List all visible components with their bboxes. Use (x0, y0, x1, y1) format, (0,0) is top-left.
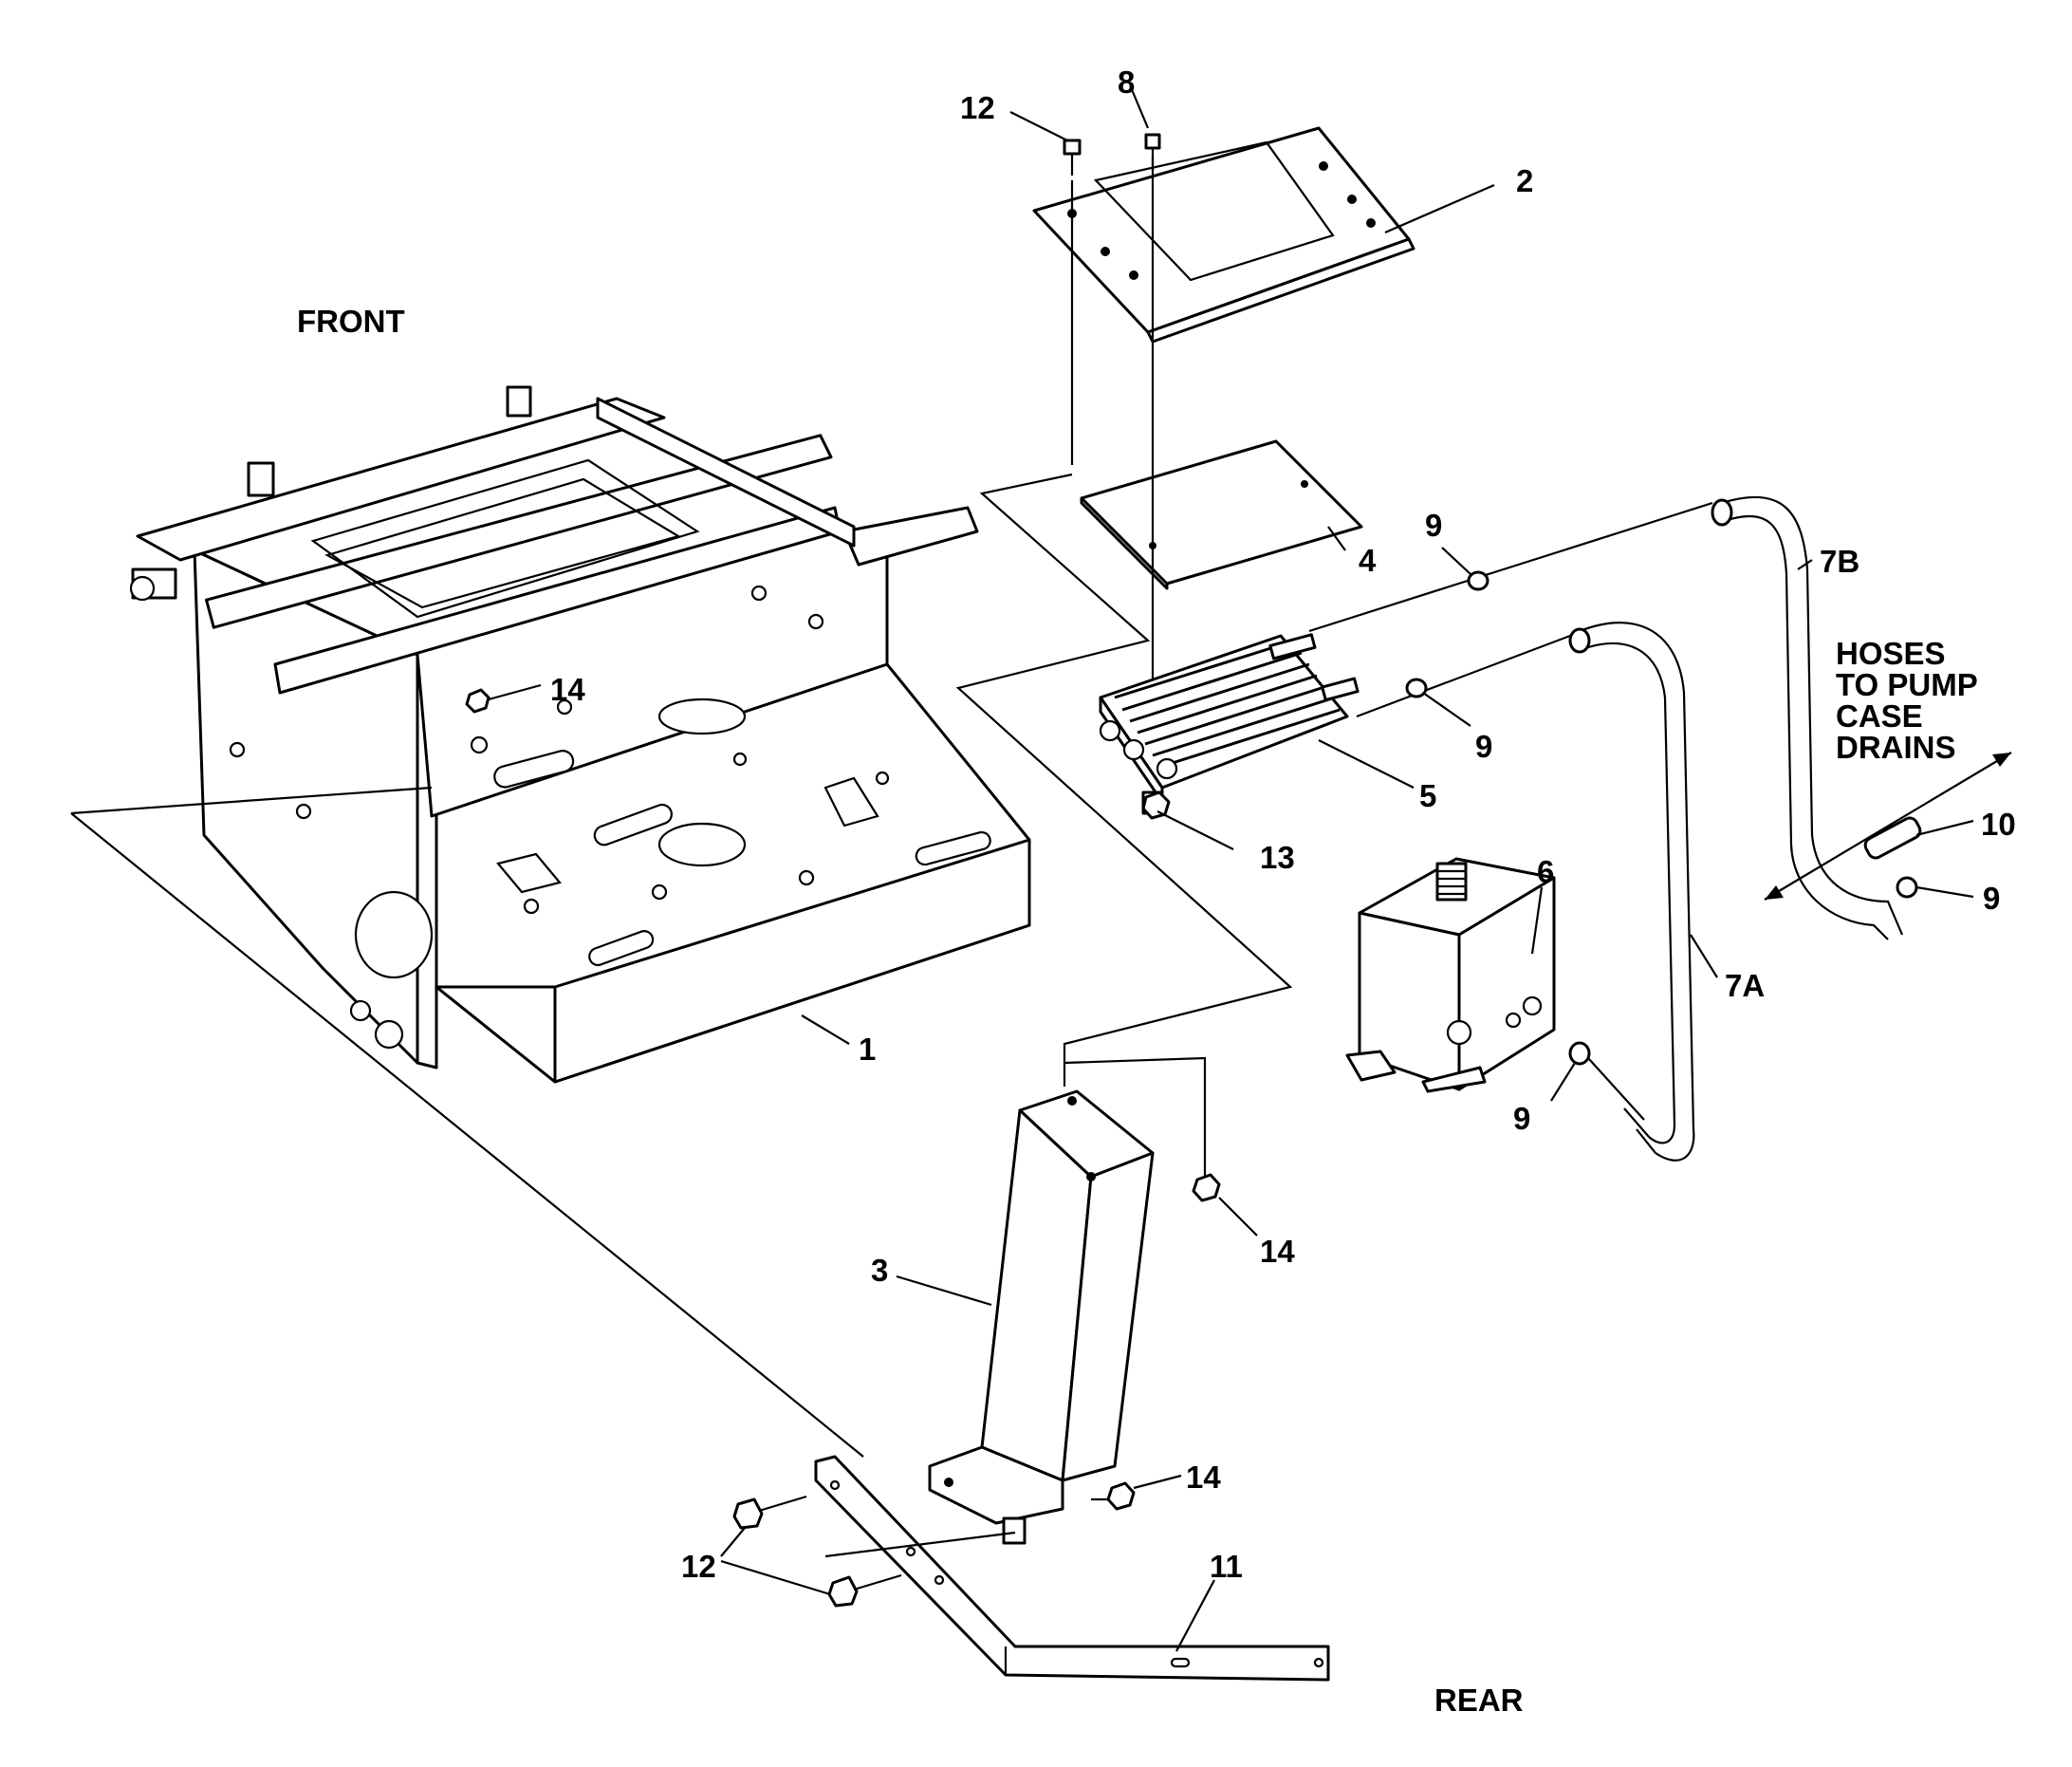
callout-1: 1 (859, 1032, 876, 1067)
hoses-note-line-4: DRAINS (1836, 730, 1956, 765)
washer-9-low (1568, 1041, 1591, 1066)
bolt-8 (1144, 133, 1161, 171)
callout-9-top: 9 (1425, 508, 1442, 543)
callout-14-bracket: 14 (1260, 1234, 1295, 1269)
callout-2: 2 (1516, 163, 1533, 198)
hoses-note-line-1: HOSES (1836, 636, 1946, 671)
front-label: FRONT (297, 304, 405, 339)
nut-14-bracket (1192, 1173, 1221, 1202)
oil-cooler (1099, 633, 1360, 815)
callout-12-top: 12 (960, 90, 995, 125)
nut-14-lower (1106, 1481, 1136, 1511)
hoses-note: HOSES TO PUMP CASE DRAINS (1836, 636, 1978, 765)
callout-11: 11 (1210, 1549, 1243, 1584)
rear-label: REAR (1434, 1683, 1524, 1718)
callout-3: 3 (871, 1253, 888, 1288)
callout-4: 4 (1359, 543, 1377, 578)
callout-14-lower: 14 (1186, 1460, 1221, 1495)
lower-bar (814, 1455, 1330, 1682)
assembly-outline (70, 473, 1293, 1458)
bolt-12-lower-a (732, 1495, 807, 1530)
bolt-12-top (1063, 139, 1082, 176)
callout-9-mid: 9 (1475, 729, 1492, 764)
bolt-12-lower-b (827, 1573, 902, 1608)
callout-12-lower: 12 (681, 1549, 716, 1584)
washer-9-right (1896, 876, 1918, 899)
callout-10: 10 (1981, 807, 2016, 842)
callout-13: 13 (1260, 840, 1295, 875)
reservoir-tank (1345, 857, 1556, 1093)
support-bracket (928, 1089, 1155, 1545)
hoses-note-line-3: CASE (1836, 698, 1923, 734)
callout-6: 6 (1537, 854, 1554, 889)
washer-9-mid (1405, 678, 1428, 698)
callout-7b: 7B (1820, 544, 1859, 579)
callout-5: 5 (1419, 778, 1436, 813)
main-frame (129, 385, 1031, 1084)
leader-lines (488, 86, 1974, 1652)
hoses-note-line-2: TO PUMP (1836, 667, 1978, 702)
callout-14-frame: 14 (550, 672, 585, 707)
hose-7b (1711, 495, 1904, 940)
mount-plate-upper (1032, 126, 1415, 344)
fitting-tee (1764, 752, 2012, 901)
callout-9-right: 9 (1983, 881, 2000, 916)
callout-8: 8 (1118, 65, 1135, 100)
callout-9-low: 9 (1513, 1101, 1530, 1136)
washer-9-top (1467, 570, 1489, 591)
nut-14-frame (465, 688, 490, 714)
hose-7a (1568, 622, 1695, 1162)
callout-7a: 7A (1725, 968, 1765, 1003)
mount-plate-middle (1080, 439, 1363, 590)
